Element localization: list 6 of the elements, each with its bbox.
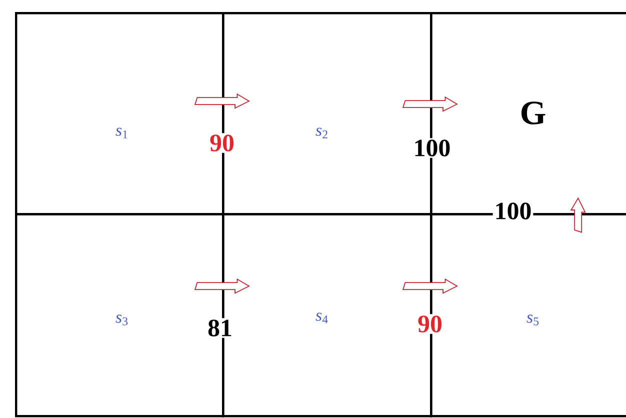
edge-label: 90 <box>416 314 444 334</box>
edge-label: 100 <box>412 138 452 158</box>
hollow-arrow <box>570 197 586 233</box>
edge-label: 81 <box>206 318 234 338</box>
edge-label: 90 <box>208 133 236 153</box>
edge-label: 100 <box>492 201 534 221</box>
